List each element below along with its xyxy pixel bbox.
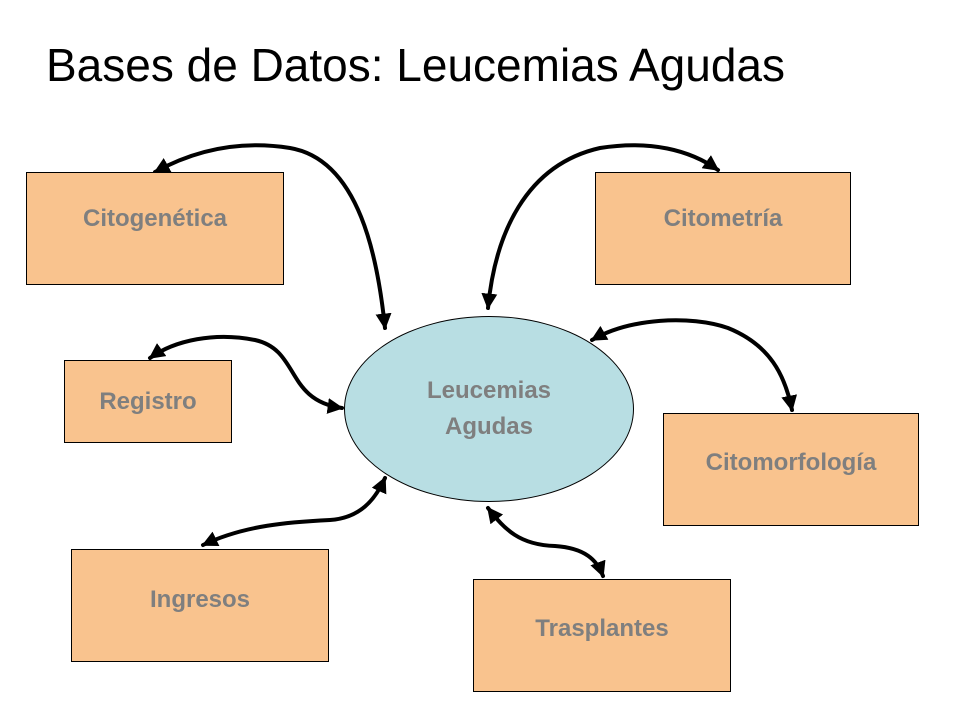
box-citogenetica-label: Citogenética xyxy=(82,204,228,232)
hub-leucemias-agudas: Leucemias Agudas xyxy=(344,316,634,502)
box-trasplantes: Trasplantes xyxy=(473,579,731,692)
box-citometria: Citometría xyxy=(595,172,851,285)
box-ingresos-label: Ingresos xyxy=(149,585,251,613)
box-citogenetica: Citogenética xyxy=(26,172,284,285)
box-citomorfologia-label: Citomorfología xyxy=(705,448,877,476)
box-registro: Registro xyxy=(64,360,232,443)
box-ingresos: Ingresos xyxy=(71,549,329,662)
box-trasplantes-label: Trasplantes xyxy=(535,614,669,642)
arrow-registro-hub xyxy=(148,334,344,414)
arrow-citometria-hub xyxy=(481,143,720,310)
arrow-citogenetica-hub xyxy=(153,143,392,330)
box-registro-label: Registro xyxy=(99,387,197,415)
arrow-ingresos-hub xyxy=(201,476,387,547)
box-citomorfologia: Citomorfología xyxy=(663,413,919,526)
hub-label-line1: Leucemias xyxy=(426,377,552,404)
arrow-trasplantes-hub xyxy=(486,506,606,578)
hub-label-line2: Agudas xyxy=(444,413,533,440)
arrow-citomorfologia-hub xyxy=(590,318,798,412)
box-citometria-label: Citometría xyxy=(663,204,783,232)
slide-title: Bases de Datos: Leucemias Agudas xyxy=(46,39,786,91)
